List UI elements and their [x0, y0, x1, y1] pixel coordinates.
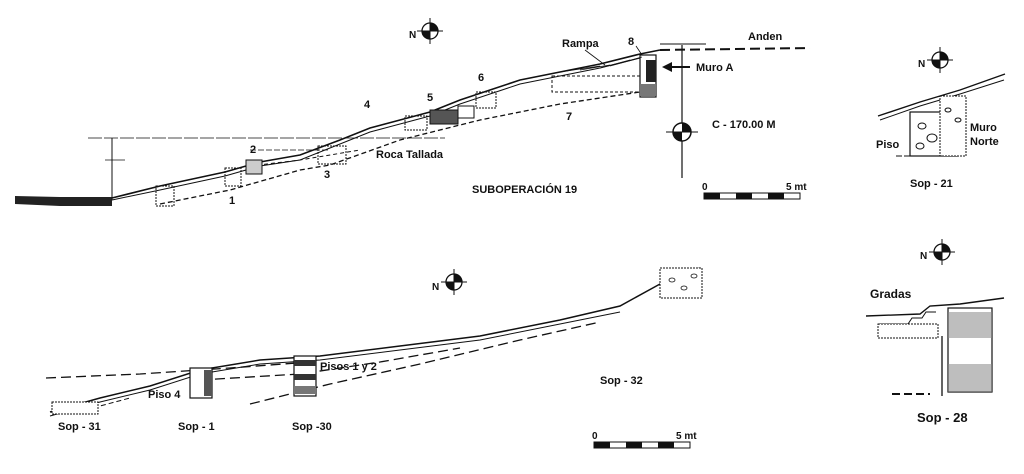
label-3: 3: [324, 169, 330, 181]
bottom-dashed-1: [45, 361, 311, 379]
north-arrow-icon: [417, 18, 443, 44]
sop21-label-piso: Piso: [876, 139, 900, 151]
label-1: 1: [229, 195, 235, 207]
scale-bar-icon: [593, 441, 691, 449]
rampa-leader: [584, 49, 606, 66]
sondeo-marks-top: [155, 75, 643, 207]
label-6: 6: [478, 72, 484, 84]
label-pisos-1-y-2: Pisos 1 y 2: [320, 361, 377, 373]
dashed-lower-boundary: [159, 91, 641, 205]
sop31-sondeo: [51, 401, 99, 415]
north-arrow-icon: [929, 239, 955, 265]
scale-start-top: 0: [702, 182, 708, 193]
dashed-boundary-2: [249, 149, 361, 167]
profile-sop-21: N Piso Muro Norte Sop - 21: [876, 47, 1006, 190]
profile-bottom: N Piso 4 Pisos 1 y 2 Sop - 31 Sop - 1 So…: [45, 267, 703, 449]
sop28-caption: Sop - 28: [917, 410, 968, 425]
sop28-steps-fill: [877, 323, 939, 339]
sop30-layer-1: [294, 360, 316, 366]
sop21-caption: Sop - 21: [910, 178, 953, 190]
sop28-layer-1: [948, 312, 992, 338]
label-7: 7: [566, 111, 572, 123]
north-label-top: N: [409, 30, 416, 41]
title-suboperacion: SUBOPERACIÓN 19: [472, 183, 577, 196]
datum-marker-icon: [666, 122, 698, 142]
label-sop-32: Sop - 32: [600, 375, 643, 387]
label-datum: C - 170.00 M: [712, 119, 776, 131]
bottom-ground-surface-2: [49, 311, 621, 417]
label-roca-tallada: Roca Tallada: [376, 149, 444, 161]
sop21-label-muro: Muro: [970, 122, 997, 134]
label-4: 4: [364, 99, 371, 111]
arrow-left-icon: [662, 62, 690, 72]
label-muro-a: Muro A: [696, 62, 734, 74]
sop28-layer-2: [948, 364, 992, 392]
anden-dashed-line: [659, 47, 811, 51]
n8-leader: [635, 45, 643, 56]
north-arrow-icon: [441, 269, 467, 295]
label-5: 5: [427, 92, 433, 104]
bottom-dashed-2: [199, 347, 461, 381]
sop21-muro: [939, 95, 967, 157]
north-arrow-icon: [927, 47, 953, 73]
sop28-label-gradas: Gradas: [870, 287, 912, 301]
profile-suboperacion-19: Rampa 8 Anden Muro A C - 170.00 M 6 5 4 …: [14, 18, 811, 207]
label-rampa: Rampa: [562, 38, 600, 50]
label-sop-30: Sop -30: [292, 421, 332, 433]
label-8: 8: [628, 36, 634, 48]
sop30-layer-3: [294, 386, 316, 394]
muro-a-structure: [639, 54, 657, 98]
label-sop-1: Sop - 1: [178, 421, 215, 433]
scale-end-top: 5 mt: [786, 182, 807, 193]
dark-base-fill: [15, 196, 112, 206]
sop32-stones: [668, 273, 698, 291]
label-2: 2: [250, 144, 256, 156]
bottom-ground-surface: [49, 267, 701, 413]
sop1-sondeo-fill: [204, 370, 212, 396]
scale-bar-icon: [703, 192, 801, 200]
sop32-sondeo: [659, 267, 703, 299]
ground-surface-line-2: [111, 57, 641, 201]
sop21-label-norte: Norte: [970, 136, 999, 148]
north-label-sop28: N: [920, 251, 927, 262]
label-sop-31: Sop - 31: [58, 421, 101, 433]
sop30-layer-2: [294, 374, 316, 380]
sop28-surface: [865, 297, 1005, 317]
profile-sop-28: N Gradas Sop - 28: [865, 239, 1005, 425]
rampa-hatching: [559, 56, 643, 73]
scale-end-bottom: 5 mt: [676, 431, 697, 442]
sop21-stones: [915, 107, 962, 150]
label-piso-4: Piso 4: [148, 389, 181, 401]
north-label-bottom: N: [432, 282, 439, 293]
label-anden: Anden: [748, 31, 783, 43]
scale-start-bottom: 0: [592, 431, 598, 442]
north-label-sop21: N: [918, 59, 925, 70]
